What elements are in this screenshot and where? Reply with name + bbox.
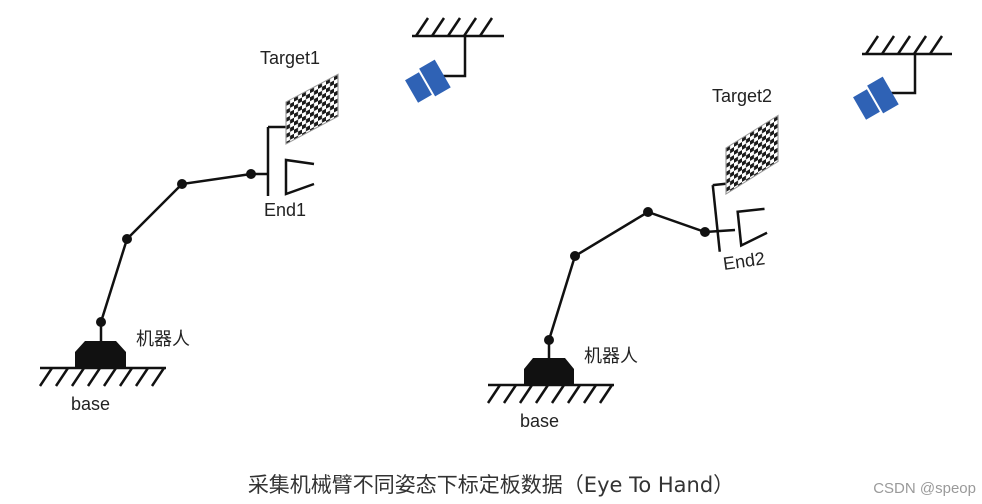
base-label-2: base (520, 411, 559, 431)
robot-base (524, 358, 574, 385)
gripper-icon (711, 182, 768, 252)
diagram-caption: 采集机械臂不同姿态下标定板数据（Eye To Hand） (248, 473, 734, 497)
target-label-2: Target2 (712, 86, 772, 106)
gripper-icon (266, 125, 315, 196)
target-label-1: Target1 (260, 48, 320, 68)
camera-mount (412, 17, 504, 78)
camera-mount (862, 35, 952, 95)
ground-hatch-icon (486, 383, 614, 404)
robot-joints (96, 169, 256, 327)
calibration-board-icon (725, 114, 779, 195)
base-label-1: base (71, 394, 110, 414)
end-label-1: End1 (264, 200, 306, 220)
calibration-board-icon (285, 73, 339, 145)
robot-arm (99, 172, 268, 341)
left-scene: Target1 End1 机器人 base (38, 17, 504, 414)
camera-icon (405, 59, 451, 103)
robot-label-1: 机器人 (136, 329, 190, 350)
camera-icon (853, 76, 899, 120)
ground-hatch-icon (38, 366, 166, 387)
watermark: CSDN @speop (873, 480, 976, 497)
robot-joints (544, 207, 710, 345)
robot-label-2: 机器人 (584, 346, 638, 367)
end-label-2: End2 (722, 248, 766, 274)
right-scene: Target2 End2 机器人 base (486, 35, 952, 431)
robot-base (75, 341, 126, 368)
